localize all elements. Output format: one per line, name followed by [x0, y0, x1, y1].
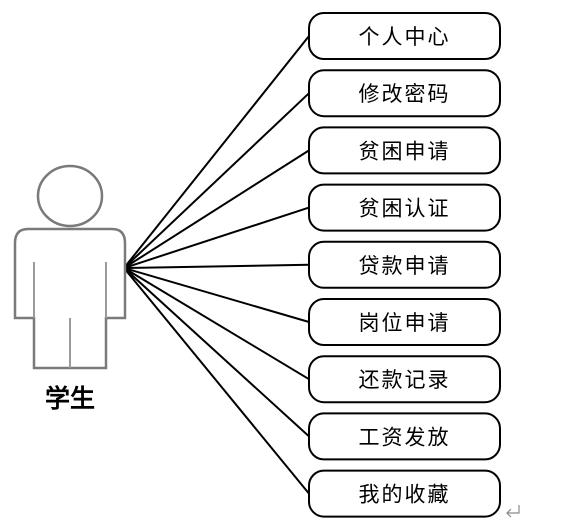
use-case-box	[308, 240, 501, 289]
association-line	[123, 267, 310, 495]
association-line	[123, 267, 310, 323]
use-case-box	[308, 298, 501, 346]
use-case: 个人中心	[308, 12, 501, 60]
use-case-box	[308, 183, 501, 232]
use-case: 工资发放	[308, 412, 501, 461]
actor-label: 学生	[45, 384, 95, 413]
use-case-label: 个人中心	[359, 25, 451, 49]
use-case: 修改密码	[308, 69, 501, 118]
use-case-box	[308, 126, 501, 175]
use-case-box	[308, 355, 501, 404]
use-case: 我的收藏	[308, 469, 501, 518]
association-line	[123, 206, 310, 269]
use-case-label: 工资发放	[359, 425, 451, 449]
use-case-label: 贷款申请	[359, 254, 451, 278]
association-line	[123, 149, 310, 269]
use-case: 贫困认证	[308, 183, 501, 232]
use-case-box	[308, 469, 501, 518]
return-arrow-icon	[506, 505, 520, 518]
association-line	[123, 267, 310, 438]
use-case-label: 岗位申请	[359, 311, 451, 335]
association-line	[123, 92, 310, 269]
use-case-label: 修改密码	[359, 82, 451, 106]
use-case-label: 贫困认证	[359, 197, 451, 221]
use-case: 还款记录	[308, 355, 501, 404]
use-case-box	[308, 412, 501, 461]
use-case: 贫困申请	[308, 126, 501, 175]
person-icon	[13, 164, 127, 370]
association-lines	[123, 35, 310, 495]
use-case-box	[308, 12, 501, 60]
actor-figure: 学生	[13, 164, 127, 413]
use-case: 贷款申请	[308, 240, 501, 289]
use-case: 岗位申请	[308, 298, 501, 346]
use-case-label: 我的收藏	[359, 483, 451, 507]
use-case-box	[308, 69, 501, 118]
association-line	[123, 263, 310, 269]
association-line	[123, 35, 310, 269]
association-line	[123, 267, 310, 381]
use-case-label: 贫困申请	[359, 139, 451, 163]
use-case-label: 还款记录	[359, 368, 451, 392]
